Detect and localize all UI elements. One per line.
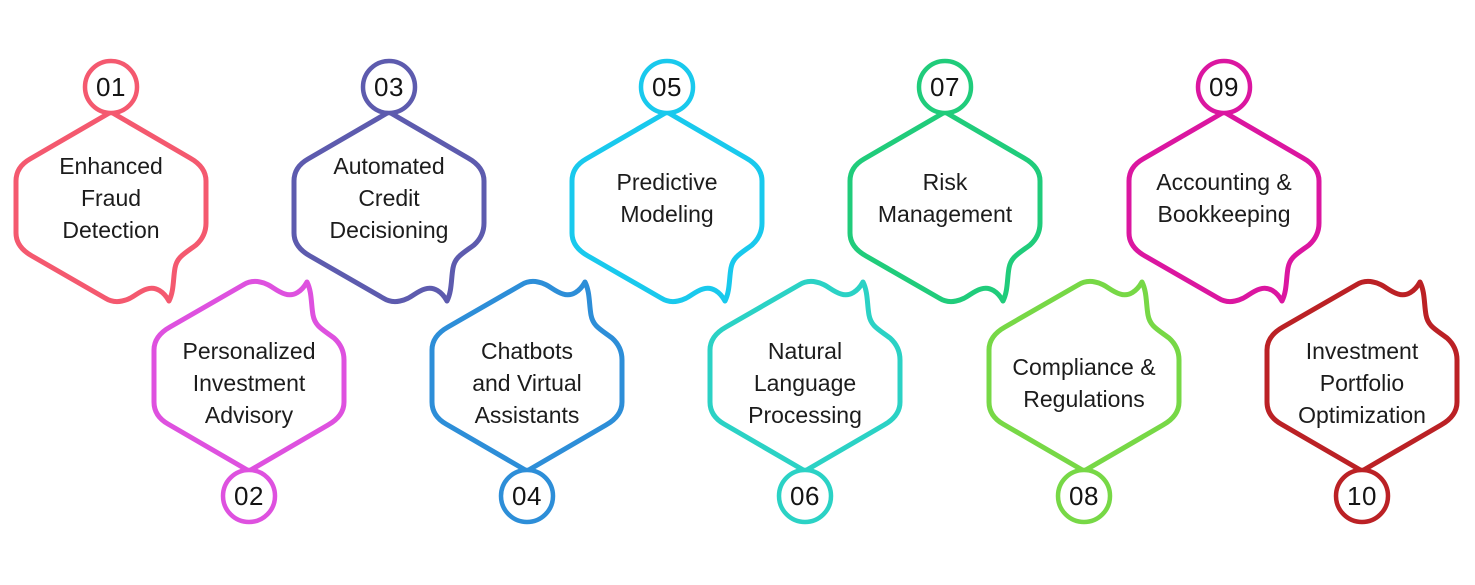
number-badge-circle — [360, 58, 418, 116]
usecase-card-09: 09 Accounting & Bookkeeping — [1119, 55, 1329, 305]
hexagon-bubble-icon — [429, 278, 625, 525]
item-number: 07 — [930, 72, 960, 102]
item-number: 08 — [1069, 481, 1099, 511]
hexagon-bubble-icon — [151, 278, 347, 525]
number-badge-circle — [1195, 58, 1253, 116]
item-label: Chatbots and Virtual Assistants — [472, 338, 582, 428]
usecase-card-06: 06 Natural Language Processing — [700, 278, 910, 528]
item-number: 01 — [96, 72, 126, 102]
item-number: 03 — [374, 72, 404, 102]
usecase-card-02: 02 Personalized Investment Advisory — [144, 278, 354, 528]
item-label: Accounting & Bookkeeping — [1156, 169, 1292, 227]
item-number: 04 — [512, 481, 542, 511]
item-number: 05 — [652, 72, 682, 102]
hexagon-outline — [151, 278, 347, 474]
item-number: 10 — [1347, 481, 1377, 511]
number-badge-circle — [220, 467, 278, 525]
item-label: Automated Credit Decisioning — [329, 153, 449, 243]
number-badge-circle — [498, 467, 556, 525]
usecase-card-08: 08 Compliance & Regulations — [979, 278, 1189, 528]
usecase-card-03: 03 Automated Credit Decisioning — [284, 55, 494, 305]
item-label: Predictive Modeling — [616, 169, 718, 227]
hexagon-bubble-icon — [291, 58, 487, 305]
item-label: Risk Management — [877, 169, 1013, 227]
number-badge-circle — [82, 58, 140, 116]
hexagon-outline — [1264, 278, 1460, 474]
item-label: Enhanced Fraud Detection — [59, 153, 163, 243]
usecase-card-04: 04 Chatbots and Virtual Assistants — [422, 278, 632, 528]
hexagon-bubble-icon — [1126, 58, 1322, 305]
item-label: Natural Language Processing — [748, 338, 862, 428]
number-badge-circle — [638, 58, 696, 116]
usecase-card-07: 07 Risk Management — [840, 55, 1050, 305]
hexagon-outline — [13, 109, 209, 305]
hexagon-bubble-icon — [13, 58, 209, 305]
number-badge-circle — [916, 58, 974, 116]
hexagon-outline — [986, 278, 1182, 474]
number-badge-circle — [776, 467, 834, 525]
item-label: Investment Portfolio Optimization — [1298, 338, 1426, 428]
hexagon-outline — [707, 278, 903, 474]
hexagon-bubble-icon — [1264, 278, 1460, 525]
item-number: 02 — [234, 481, 264, 511]
hexagon-bubble-icon — [847, 58, 1043, 305]
usecase-card-01: 01 Enhanced Fraud Detection — [6, 55, 216, 305]
item-number: 09 — [1209, 72, 1239, 102]
number-badge-circle — [1333, 467, 1391, 525]
number-badge-circle — [1055, 467, 1113, 525]
hexagon-outline — [569, 109, 765, 305]
hexagon-bubble-icon — [986, 278, 1182, 525]
item-label: Compliance & Regulations — [1012, 354, 1156, 412]
hexagon-outline — [291, 109, 487, 305]
hexagon-outline — [1126, 109, 1322, 305]
hexagon-bubble-icon — [707, 278, 903, 525]
usecase-card-10: 10 Investment Portfolio Optimization — [1257, 278, 1467, 528]
hexagon-outline — [847, 109, 1043, 305]
usecase-card-05: 05 Predictive Modeling — [562, 55, 772, 305]
hexagon-bubble-icon — [569, 58, 765, 305]
item-number: 06 — [790, 481, 820, 511]
hexagon-outline — [429, 278, 625, 474]
item-label: Personalized Investment Advisory — [182, 338, 316, 428]
